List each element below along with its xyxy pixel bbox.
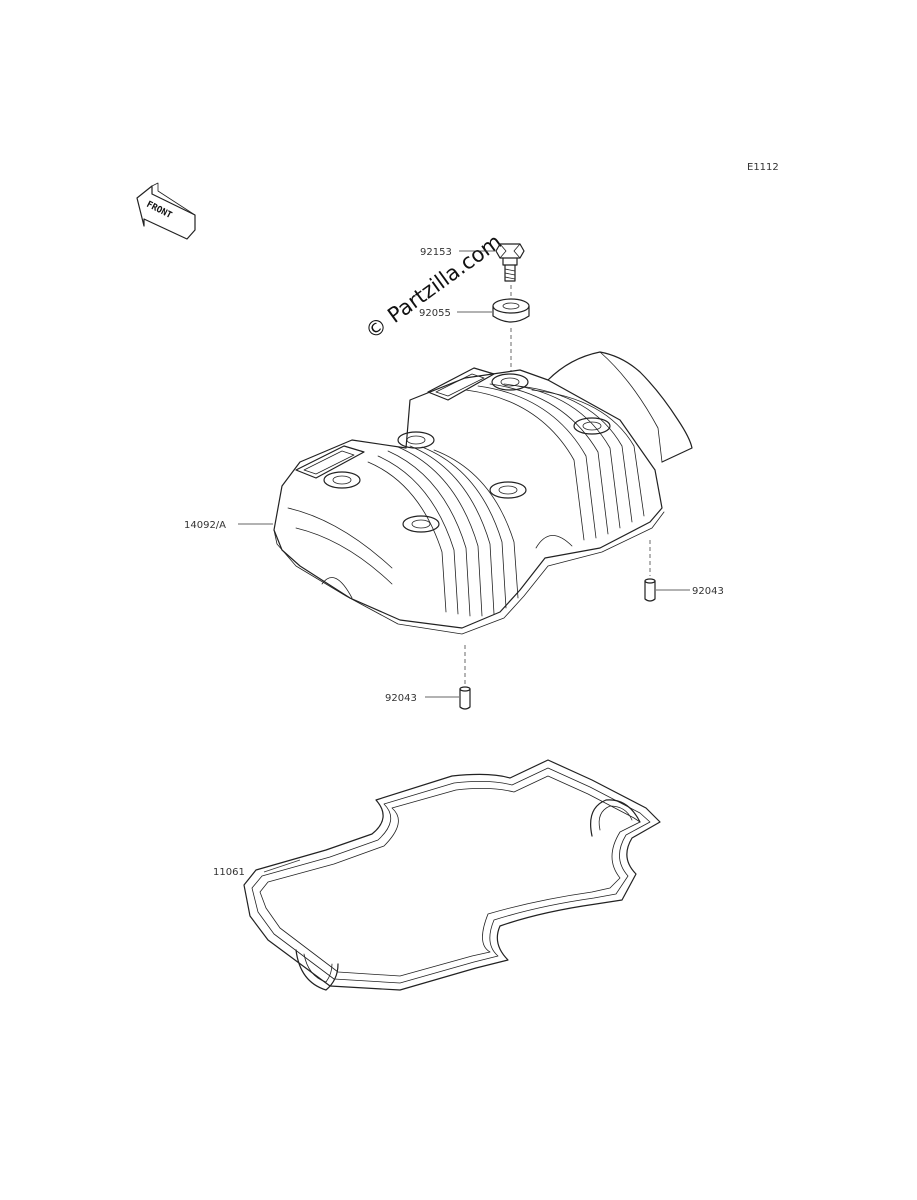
gasket-part bbox=[243, 759, 661, 991]
part-label-92055: 92055 bbox=[419, 308, 451, 319]
washer-part bbox=[492, 298, 530, 323]
part-label-92153: 92153 bbox=[420, 247, 452, 258]
part-label-92043-right: 92043 bbox=[692, 586, 724, 597]
dowel-right-part bbox=[644, 578, 656, 602]
gasket-leader bbox=[263, 859, 301, 873]
cylinder-head-cover-part bbox=[273, 351, 693, 635]
part-label-11061: 11061 bbox=[213, 867, 245, 878]
front-arrow-icon: FRONT bbox=[136, 182, 196, 240]
bolt-part bbox=[495, 243, 525, 282]
part-label-14092a: 14092/A bbox=[184, 520, 226, 531]
diagram-code: E1112 bbox=[747, 162, 779, 173]
part-label-92043-bottom: 92043 bbox=[385, 693, 417, 704]
dowel-bottom-part bbox=[459, 686, 471, 710]
